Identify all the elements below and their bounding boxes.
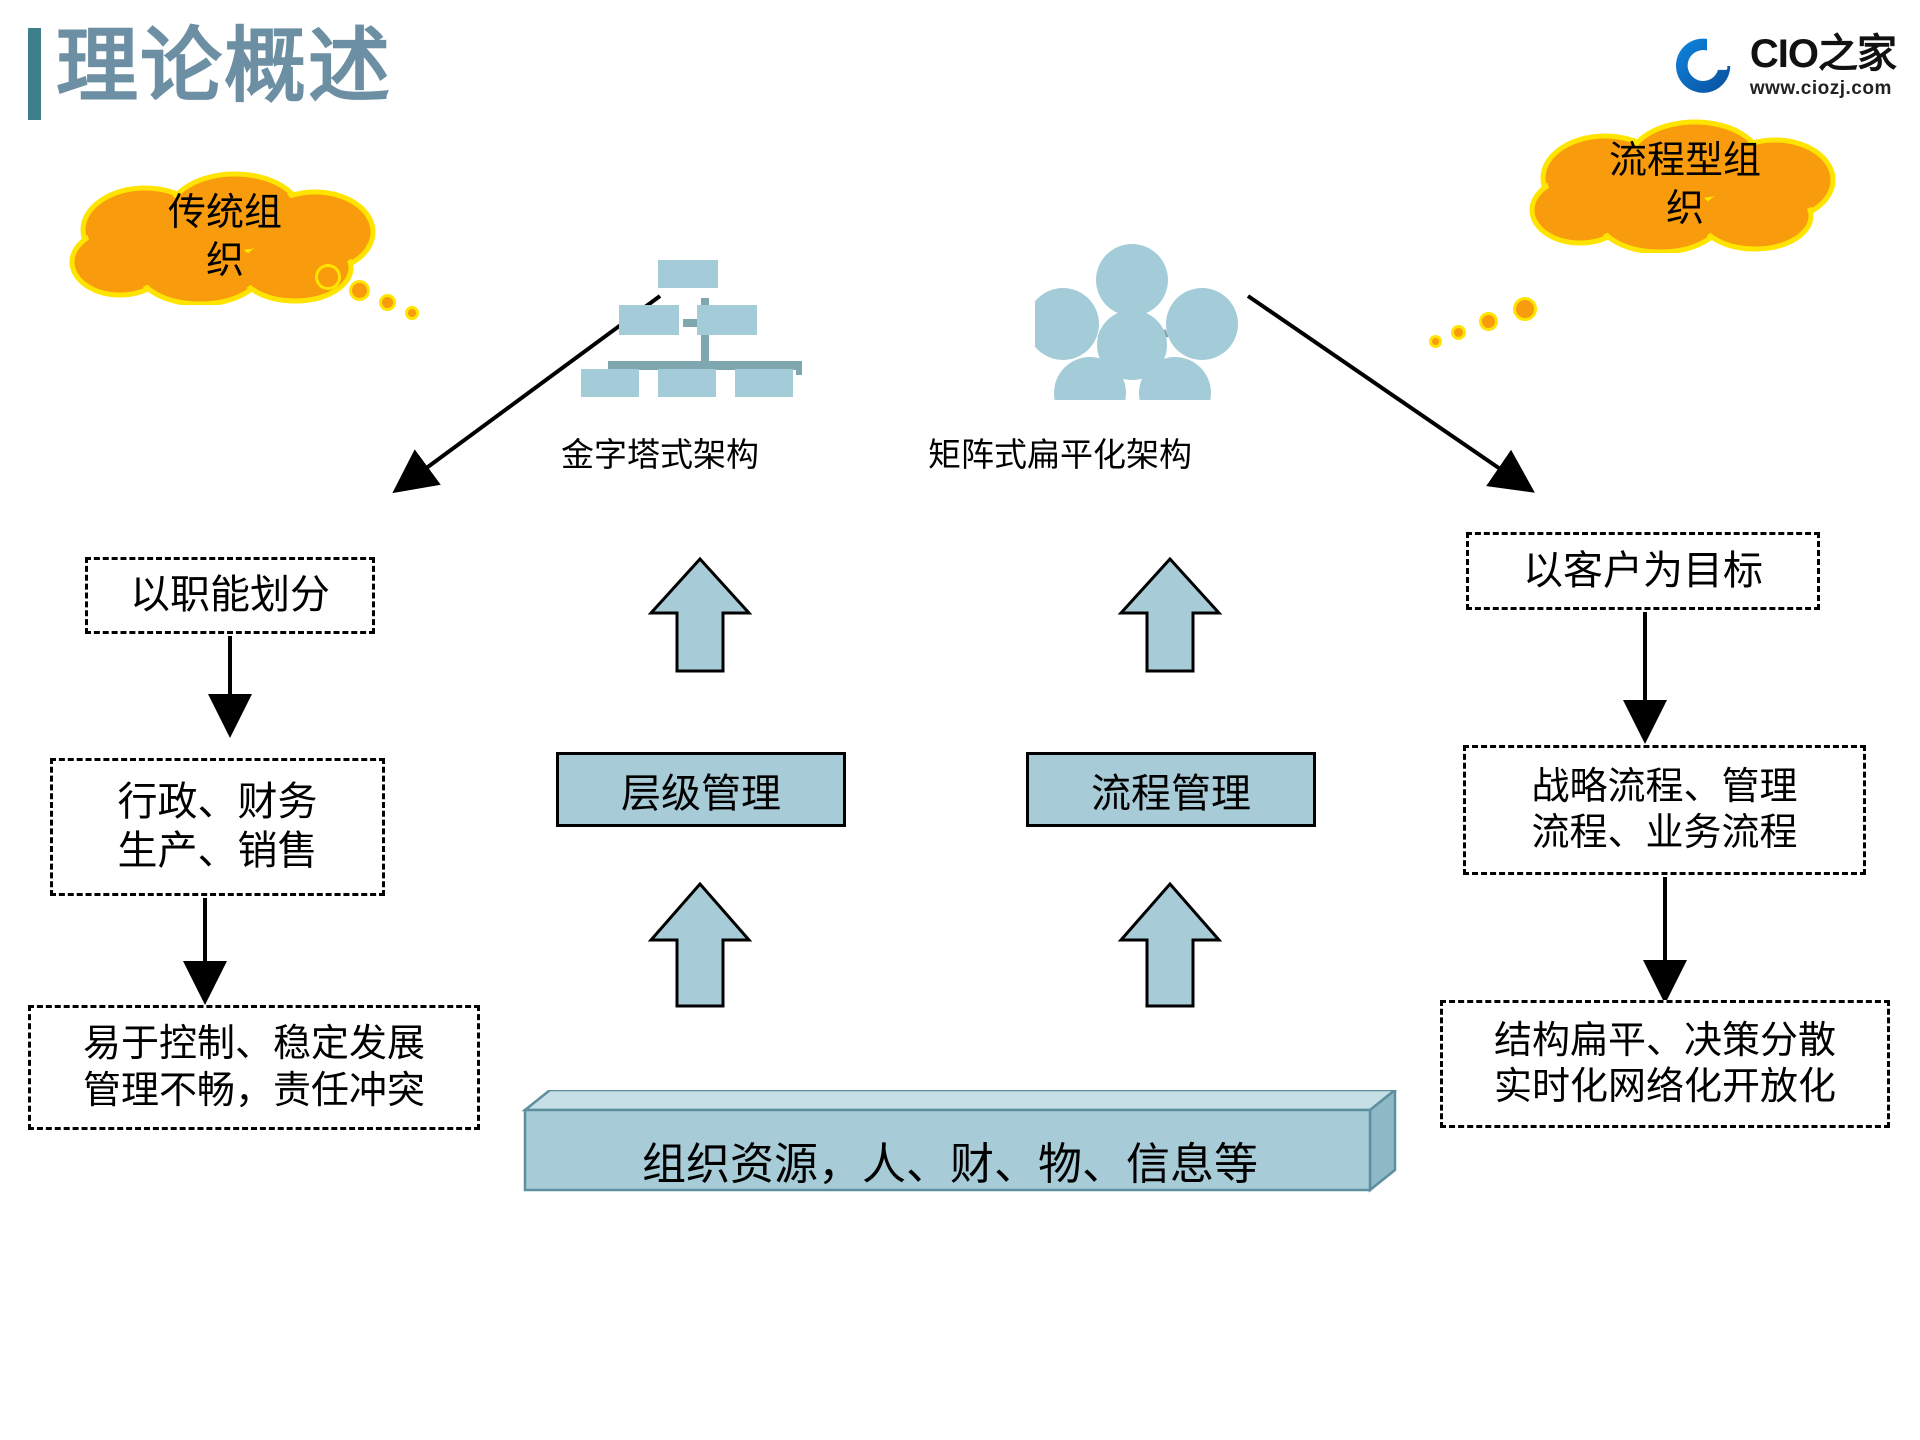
box-customer-goal: 以客户为目标: [1466, 532, 1820, 610]
matrix-flat-structure-icon: [1027, 240, 1255, 429]
connector-left-1: [208, 636, 252, 738]
box-process-management: 流程管理: [1026, 752, 1316, 827]
title-accent-bar: [28, 28, 41, 120]
cloud-trail-right: [1420, 300, 1540, 350]
cloud-process-org: 流程型组 织: [1520, 118, 1850, 253]
box-functions-list: 行政、财务 生产、销售: [50, 758, 385, 896]
arrow-cloud-left-to-box: [392, 294, 662, 494]
arrow-cloud-right-to-box: [1246, 294, 1535, 493]
base-bar-svg: [521, 1087, 1399, 1193]
pyramid-structure-icon-svg: [581, 260, 802, 397]
circle-c-icon-svg: [1675, 38, 1731, 93]
up-arrow-process-upper: [1117, 556, 1223, 673]
cloud-process-org-label: 流程型组 织: [1608, 140, 1761, 230]
cloud-trail-left: [300, 255, 440, 325]
logo-name: CIO之家: [1749, 32, 1897, 76]
trail-dot: [1454, 328, 1463, 337]
brand-logo: CIO之家 www.ciozj.com: [1675, 32, 1897, 99]
connector-left-2: [183, 898, 227, 1005]
cloud-shape: [69, 171, 376, 305]
trail-dot: [1432, 338, 1439, 345]
cloud-traditional-org: 传统组 织: [60, 170, 390, 305]
organizational-resources-bar: 组织资源，人、财、物、信息等: [500, 1087, 1400, 1210]
trail-dot: [1516, 300, 1534, 318]
trail-dot: [408, 309, 416, 317]
box-process-types: 战略流程、管理 流程、业务流程: [1463, 745, 1866, 875]
page-title: 理论概述: [56, 21, 393, 112]
box-divide-by-function: 以职能划分: [85, 557, 375, 634]
box-traditional-traits: 易于控制、稳定发展 管理不畅，责任冲突: [28, 1005, 480, 1130]
trail-dot: [352, 283, 367, 298]
logo-url: www.ciozj.com: [1749, 78, 1892, 99]
pyramid-structure-icon: [575, 255, 835, 405]
up-arrow-process-lower: [1117, 881, 1223, 1008]
trail-dot: [318, 267, 338, 287]
up-arrow-hierarchy-lower: [647, 881, 753, 1008]
logo-text: CIO之家 www.ciozj.com: [1749, 32, 1897, 99]
trail-dot: [1482, 315, 1495, 328]
box-hierarchical-management: 层级管理: [556, 752, 846, 827]
connector-right-1: [1623, 612, 1667, 744]
cloud-shape: [1529, 119, 1836, 253]
circle-c-icon: [1675, 35, 1738, 97]
cloud-traditional-org-label: 传统组 织: [167, 192, 282, 282]
up-arrow-hierarchy-upper: [647, 556, 753, 673]
matrix-flat-structure-icon-svg: [1027, 244, 1238, 429]
pyramid-structure-caption: 金字塔式架构: [561, 436, 759, 473]
organizational-resources-label: 组织资源，人、财、物、信息等: [642, 1140, 1258, 1189]
matrix-flat-structure-caption: 矩阵式扁平化架构: [928, 436, 1192, 473]
box-process-org-traits: 结构扁平、决策分散 实时化网络化开放化: [1440, 1000, 1890, 1128]
trail-dot: [382, 297, 393, 308]
connector-right-2: [1643, 877, 1687, 1004]
